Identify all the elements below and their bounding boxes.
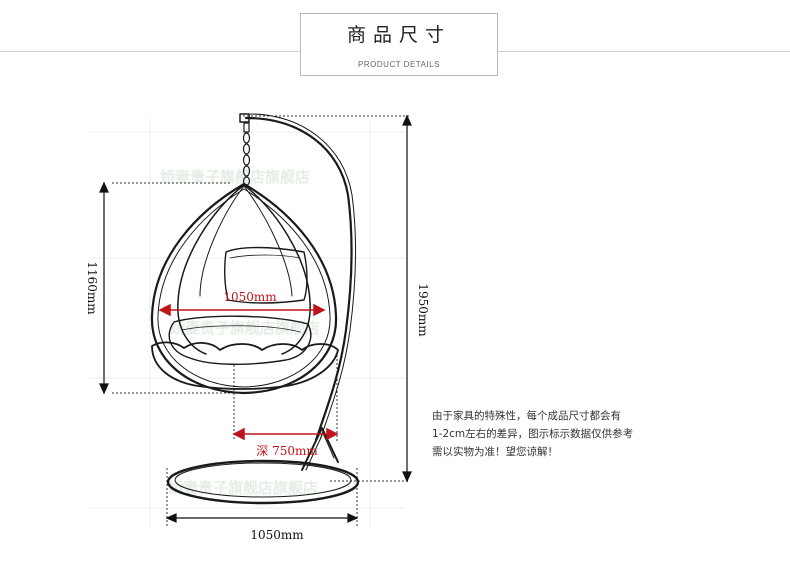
frame-height-label: 1160mm (85, 261, 99, 315)
disclaimer-line: 1-2cm左右的差异，图示标示数据仅供参考 (432, 428, 634, 440)
size-disclaimer: 由于家具的特殊性，每个成品尺寸都会有 1-2cm左右的差异，图示标示数据仅供参考… (432, 407, 682, 461)
total-height-label: 1950mm (416, 283, 430, 337)
inner-width-dimension (158, 303, 326, 317)
disclaimer-line: 需以实物为准！望您谅解！ (432, 446, 558, 458)
egg-shell-rib (177, 184, 245, 355)
stand-leg (301, 427, 339, 471)
stand-pole (244, 116, 353, 442)
watermark-text: 娇妻贵子旗舰店旗舰店 (168, 479, 318, 497)
seat-cushion (168, 315, 312, 365)
chain (242, 122, 251, 186)
section-title: 商品尺寸 (346, 24, 451, 46)
inner-width-label: 1050mm (223, 290, 277, 304)
depth-dimension (232, 427, 339, 441)
chair-base-outer (166, 459, 360, 505)
watermark-group: 娇妻贵子旗舰店旗舰店 娇妻贵子旗舰店旗舰店 娇妻贵子旗舰店旗舰店 (160, 168, 320, 497)
section-title-box: 商品尺寸 PRODUCT DETAILS (300, 13, 498, 76)
watermark-text: 娇妻贵子旗舰店旗舰店 (170, 319, 320, 337)
chair-base-inner (174, 462, 352, 498)
hook-clamp (239, 113, 250, 123)
disclaimer-line: 由于家具的特殊性，每个成品尺寸都会有 (432, 410, 621, 422)
seat-ring (151, 341, 339, 390)
base-width-label: 1050mm (250, 528, 304, 542)
dimension-lines (99, 114, 412, 523)
hanging-chair-drawing (150, 113, 360, 505)
egg-shell-outer (150, 182, 338, 395)
back-pillow (223, 246, 308, 304)
section-subtitle: PRODUCT DETAILS (358, 60, 440, 69)
watermark-text: 娇妻贵子旗舰店旗舰店 (160, 168, 310, 186)
depth-label: 深 750mm (256, 444, 318, 458)
